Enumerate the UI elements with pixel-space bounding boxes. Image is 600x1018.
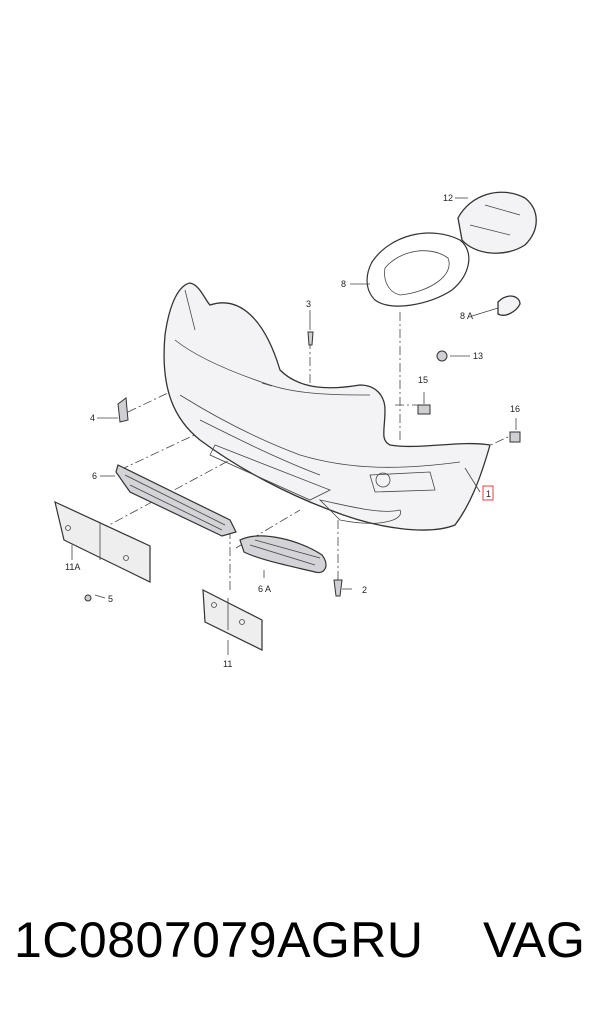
callout-6: 6	[92, 471, 97, 481]
plate-bracket-11	[202, 588, 263, 651]
callout-6a: 6 A	[258, 584, 271, 594]
callout-3: 3	[306, 299, 311, 309]
callout-13: 13	[473, 351, 483, 361]
bumper-exploded-diagram: 1 2 3 4 5 6 6 A 8 8 A 11 11A 12 13 15 16	[54, 191, 537, 669]
footer: 1C0807079AGRU VAG	[0, 905, 600, 975]
lower-grille-part	[115, 464, 237, 537]
callout-11: 11	[223, 659, 232, 669]
callout-1: 1	[486, 489, 491, 499]
callout-15: 15	[418, 375, 428, 385]
headlamp-housing-part	[366, 232, 470, 307]
callout-5: 5	[108, 594, 113, 604]
side-grille-part	[239, 535, 327, 574]
bracket-8a	[497, 295, 521, 316]
fastener-parts	[84, 331, 521, 602]
callout-16: 16	[510, 404, 520, 414]
callout-12: 12	[443, 193, 453, 203]
callout-11a: 11A	[65, 562, 80, 572]
leader-lines	[71, 197, 517, 655]
callout-labels: 1 2 3 4 5 6 6 A 8 8 A 11 11A 12 13 15 16	[65, 193, 520, 669]
lamp-carrier-part	[457, 191, 537, 254]
callout-2: 2	[362, 585, 367, 595]
plate-bracket-11a	[54, 500, 151, 583]
bumper-cover-part	[163, 282, 491, 531]
callout-1-box	[482, 485, 494, 501]
callout-4: 4	[90, 413, 95, 423]
callout-8a: 8 A	[460, 311, 473, 321]
brand-label: VAG	[483, 912, 585, 968]
callout-8: 8	[341, 279, 346, 289]
part-number: 1C0807079AGRU	[14, 912, 424, 968]
